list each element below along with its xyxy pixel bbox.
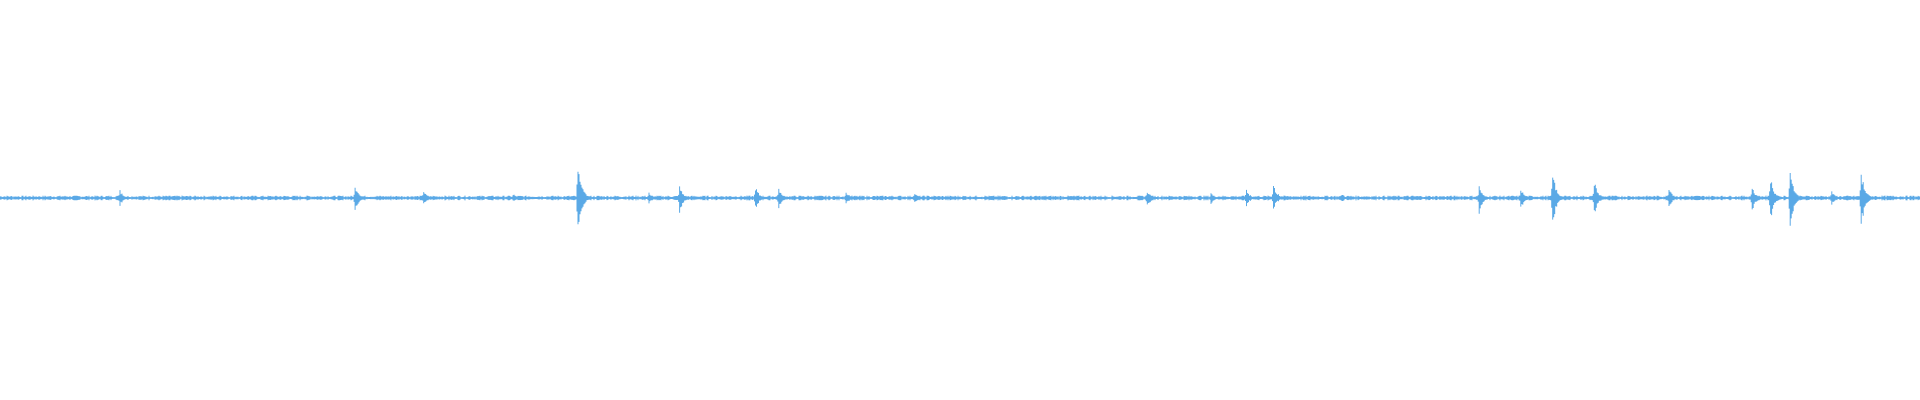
waveform-peak	[777, 188, 794, 209]
waveform-peak	[1551, 177, 1568, 220]
waveform-peak	[678, 186, 695, 213]
waveform-peak	[353, 187, 370, 210]
waveform-peak	[1750, 188, 1767, 210]
waveform-peak	[1245, 189, 1261, 207]
waveform-peak	[1477, 186, 1494, 214]
waveform-peak	[511, 194, 528, 201]
waveform-peak	[1859, 174, 1876, 224]
waveform-peak	[1519, 190, 1536, 207]
waveform-peak	[576, 171, 593, 225]
waveform-peak	[1592, 184, 1609, 212]
waveform-peak	[913, 194, 930, 202]
waveform-peak	[1830, 191, 1847, 205]
waveform-peak	[1769, 182, 1786, 216]
waveform-peak	[1340, 195, 1357, 201]
waveform-peak	[422, 192, 439, 204]
waveform-peak	[647, 192, 664, 204]
waveform-peak	[1272, 186, 1288, 209]
waveform-peak	[1667, 190, 1684, 206]
waveform-trace	[0, 171, 1920, 226]
waveform-peak	[1145, 192, 1162, 205]
waveform-peak	[754, 189, 770, 207]
waveform-peak	[1209, 193, 1226, 204]
waveform-peak	[118, 190, 135, 206]
waveform-peak	[1788, 173, 1805, 226]
waveform-peak	[844, 192, 861, 204]
